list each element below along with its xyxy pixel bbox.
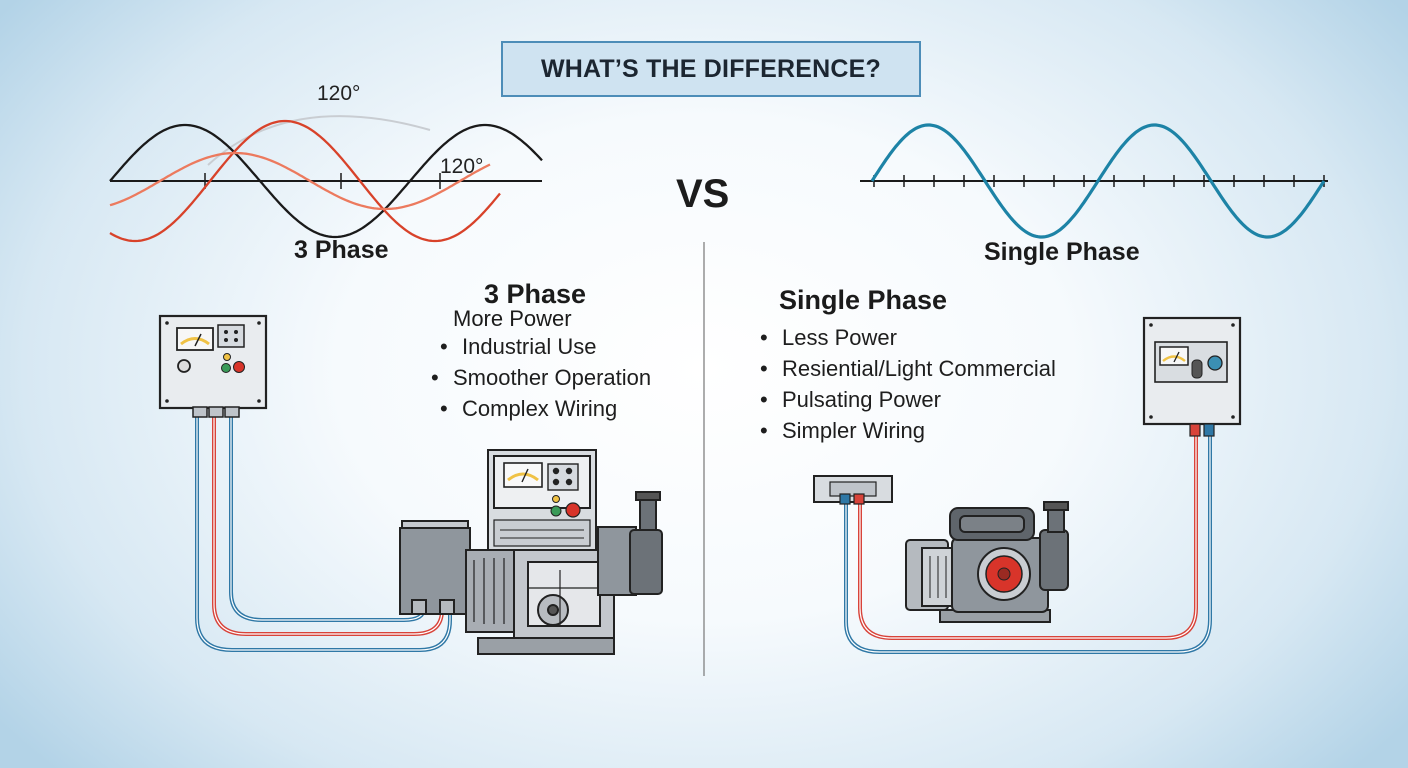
three-phase-control-box: [158, 314, 268, 418]
phase-angle-label-right: 120°: [440, 155, 484, 178]
three-phase-waveform-graph: [109, 115, 543, 243]
three-phase-generator: [399, 449, 663, 655]
list-item: •Industrial Use: [440, 334, 597, 359]
selector-knob-icon: [177, 359, 191, 373]
single-phase-cables: [844, 430, 1212, 654]
three-phase-heading: 3 Phase: [484, 279, 587, 309]
single-phase-button-icon: [1207, 355, 1223, 371]
three-phase-cables: [195, 406, 452, 652]
single-phase-wave-caption: Single Phase: [984, 238, 1140, 266]
phase-angle-arc-top: [207, 115, 431, 166]
start-button-icon: [221, 363, 231, 373]
list-item: •Less Power: [760, 325, 897, 350]
single-phase-outlet-box: [813, 475, 893, 505]
title-banner: WHAT’S THE DIFFERENCE?: [501, 41, 921, 97]
list-item: •Resiential/Light Commercial: [760, 356, 1056, 381]
single-phase-wave: [870, 123, 1326, 239]
list-item: •Pulsating Power: [760, 387, 941, 412]
phase-angle-label-top: 120°: [317, 82, 361, 105]
three-phase-subheading: More Power: [453, 306, 572, 331]
single-phase-control-box: [1142, 316, 1242, 437]
single-phase-generator: [905, 501, 1069, 623]
page-title: WHAT’S THE DIFFERENCE?: [540, 54, 882, 83]
single-phase-waveform-graph: [860, 123, 1328, 239]
list-item: •Smoother Operation: [431, 365, 652, 390]
list-item: •Complex Wiring: [440, 396, 618, 421]
phase-wave-a: [109, 123, 543, 239]
vs-label: VS: [676, 172, 730, 216]
stop-button-icon: [233, 361, 245, 373]
list-item: •Simpler Wiring: [760, 418, 926, 443]
single-phase-heading: Single Phase: [779, 285, 948, 315]
three-phase-wave-caption: 3 Phase: [294, 236, 389, 264]
phase-wave-c: [109, 151, 491, 211]
phase-wave-b: [109, 119, 501, 243]
